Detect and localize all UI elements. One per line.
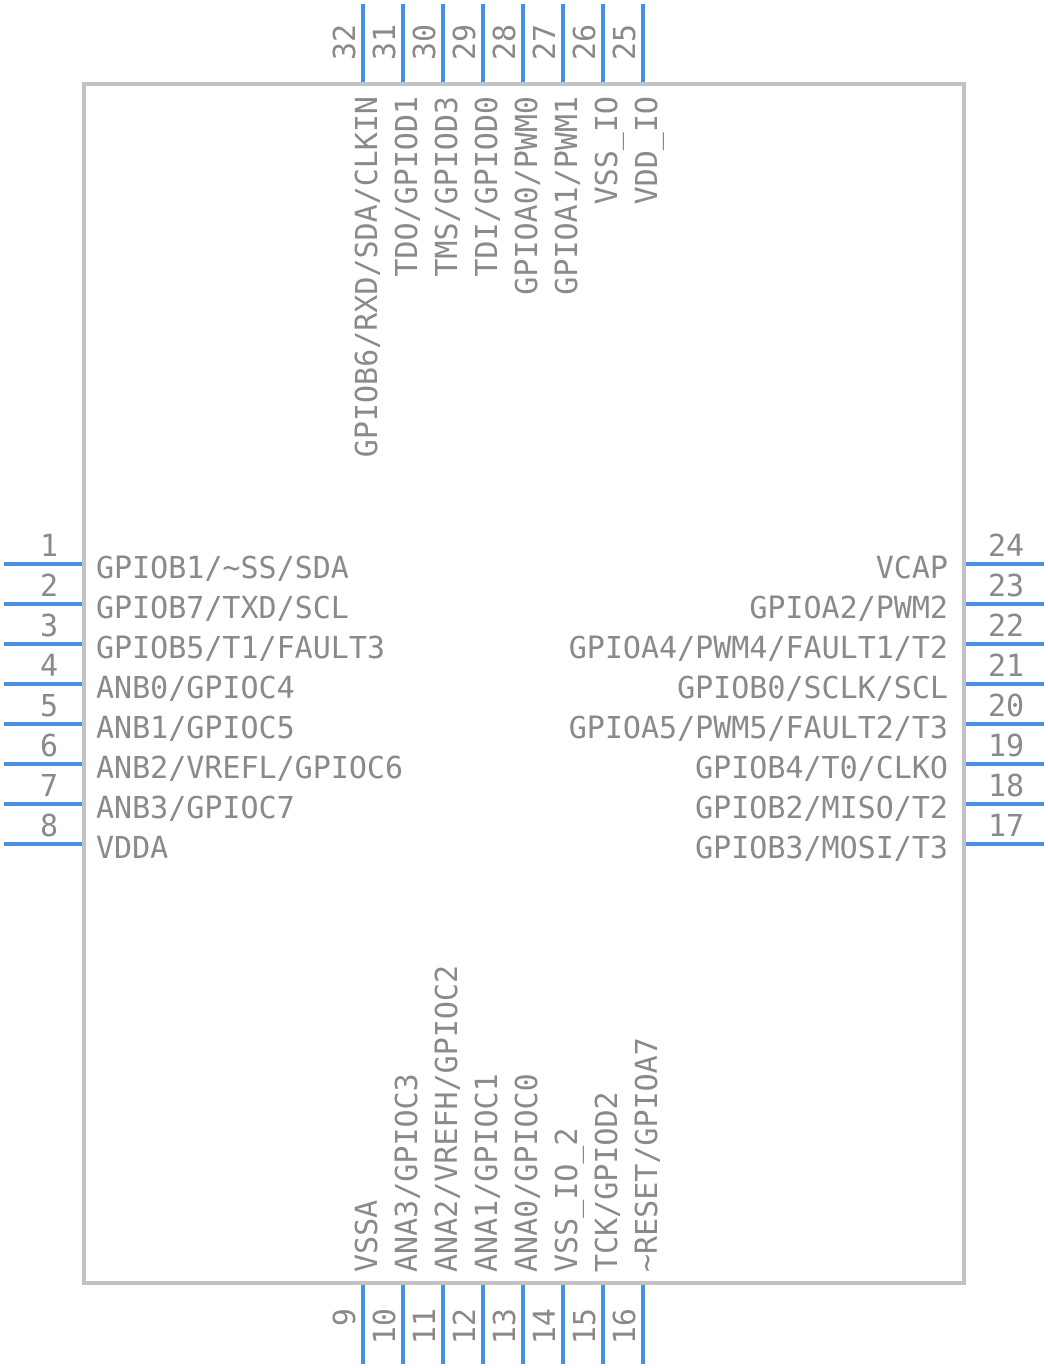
pin-5-label: ANB1/GPIOC5 — [96, 711, 295, 746]
pin-20-number: 20 — [988, 689, 1024, 724]
pin-1-number: 1 — [40, 529, 58, 564]
pin-31-label: TDO/GPIOD1 — [390, 96, 425, 277]
pin-19-number: 19 — [988, 729, 1024, 764]
pin-17-label: GPIOB3/MOSI/T3 — [695, 831, 948, 866]
pin-19-label: GPIOB4/T0/CLKO — [695, 751, 948, 786]
pin-11-number: 11 — [408, 1308, 443, 1344]
pin-22-number: 22 — [988, 609, 1024, 644]
pin-29-number: 29 — [448, 24, 483, 60]
pin-6-number: 6 — [40, 729, 58, 764]
pin-15-number: 15 — [568, 1308, 603, 1344]
pin-1-label: GPIOB1/~SS/SDA — [96, 551, 349, 586]
pin-28-number: 28 — [488, 24, 523, 60]
pin-12-number: 12 — [448, 1308, 483, 1344]
pin-17-number: 17 — [988, 809, 1024, 844]
pin-22-label: GPIOA4/PWM4/FAULT1/T2 — [569, 631, 948, 666]
pin-10-label: ANA3/GPIOC3 — [390, 1073, 425, 1272]
pin-28-label: GPIOA0/PWM0 — [510, 96, 545, 295]
pin-27-label: GPIOA1/PWM1 — [550, 96, 585, 295]
pin-4-label: ANB0/GPIOC4 — [96, 671, 295, 706]
pin-14-label: VSS_IO_2 — [550, 1128, 585, 1273]
pin-27-number: 27 — [528, 24, 563, 60]
pin-7-number: 7 — [40, 769, 58, 804]
pin-21-number: 21 — [988, 649, 1024, 684]
pin-11-label: ANA2/VREFH/GPIOC2 — [430, 965, 465, 1272]
pin-7-label: ANB3/GPIOC7 — [96, 791, 295, 826]
pin-9-number: 9 — [328, 1308, 363, 1326]
pin-13-label: ANA0/GPIOC0 — [510, 1073, 545, 1272]
pin-32-label: GPIOB6/RXD/SDA/CLKIN — [350, 96, 385, 457]
pin-10-number: 10 — [368, 1308, 403, 1344]
pin-13-number: 13 — [488, 1308, 523, 1344]
pin-12-label: ANA1/GPIOC1 — [470, 1073, 505, 1272]
pin-6-label: ANB2/VREFL/GPIOC6 — [96, 751, 403, 786]
pin-25-label: VDD_IO — [630, 96, 665, 204]
pin-4-number: 4 — [40, 649, 58, 684]
pin-30-label: TMS/GPIOD3 — [430, 96, 465, 277]
pin-30-number: 30 — [408, 24, 443, 60]
pin-9-label: VSSA — [350, 1200, 385, 1272]
pin-25-number: 25 — [608, 24, 643, 60]
pin-29-label: TDI/GPIOD0 — [470, 96, 505, 277]
pin-23-number: 23 — [988, 569, 1024, 604]
pin-5-number: 5 — [40, 689, 58, 724]
pin-14-number: 14 — [528, 1308, 563, 1344]
pin-20-label: GPIOA5/PWM5/FAULT2/T3 — [569, 711, 948, 746]
pin-15-label: TCK/GPIOD2 — [590, 1091, 625, 1272]
pin-18-number: 18 — [988, 769, 1024, 804]
chip-body-outline — [82, 82, 966, 1285]
pin-16-label: ~RESET/GPIOA7 — [630, 1037, 665, 1272]
pin-31-number: 31 — [368, 24, 403, 60]
pin-18-label: GPIOB2/MISO/T2 — [695, 791, 948, 826]
pin-26-label: VSS_IO — [590, 96, 625, 204]
pin-26-number: 26 — [568, 24, 603, 60]
pin-24-number: 24 — [988, 529, 1024, 564]
pin-24-label: VCAP — [876, 551, 948, 586]
pin-16-number: 16 — [608, 1308, 643, 1344]
pin-8-label: VDDA — [96, 831, 168, 866]
pin-2-label: GPIOB7/TXD/SCL — [96, 591, 349, 626]
pin-32-number: 32 — [328, 24, 363, 60]
pin-8-number: 8 — [40, 809, 58, 844]
pin-3-number: 3 — [40, 609, 58, 644]
pin-2-number: 2 — [40, 569, 58, 604]
pin-3-label: GPIOB5/T1/FAULT3 — [96, 631, 385, 666]
pin-21-label: GPIOB0/SCLK/SCL — [677, 671, 948, 706]
pin-23-label: GPIOA2/PWM2 — [749, 591, 948, 626]
